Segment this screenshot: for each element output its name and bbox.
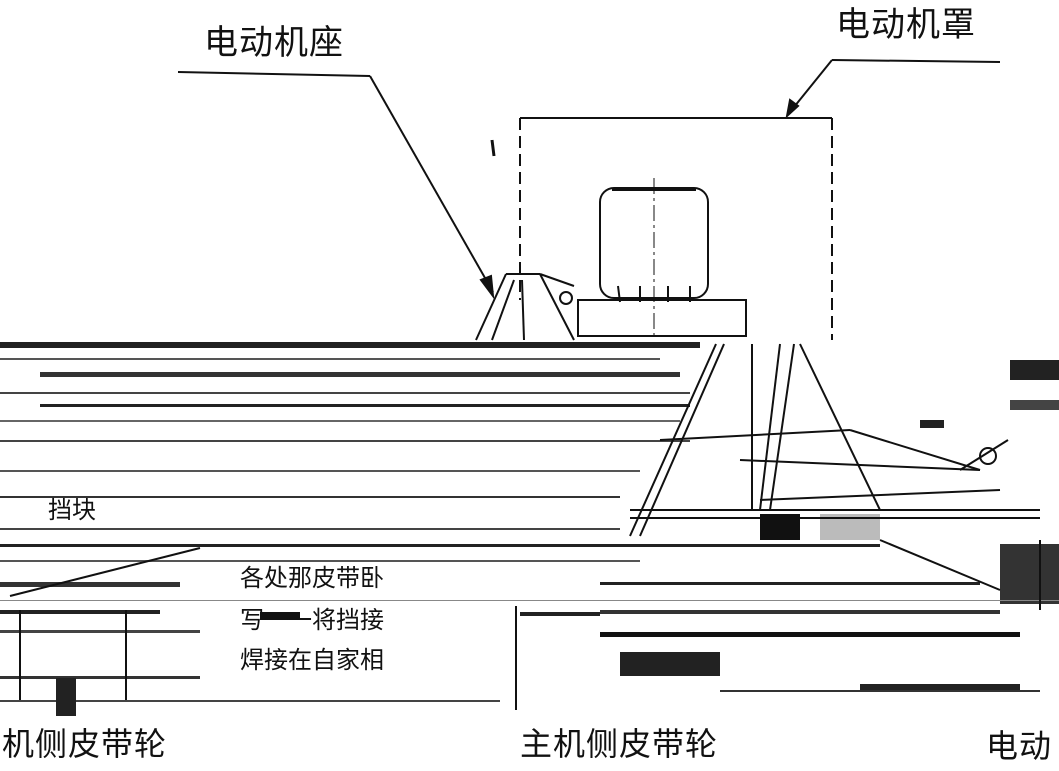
motor-cut-label: 电动: [986, 727, 1053, 765]
leader-motor-base-h: [177, 71, 371, 77]
base-leg-2: [491, 279, 515, 341]
base-leg-1: [475, 273, 507, 341]
annotation-line-3: 焊接在自家相: [240, 646, 384, 674]
glitch-region: [0, 342, 1059, 716]
hinge-pin: [559, 291, 573, 305]
stopper-label: 挡块: [48, 496, 96, 524]
lower-frame: [9, 343, 1041, 710]
pulley-left-label: 机侧皮带轮: [2, 725, 168, 763]
annotation-line-1: 各处那皮带卧: [240, 564, 384, 592]
annotation-line-2: 写一一将挡接: [240, 606, 384, 634]
stray-mark: [490, 139, 496, 157]
motor-cover-label: 电动机罩: [836, 5, 976, 45]
leader-motor-cover-arrow: [785, 98, 800, 119]
mount-plate: [577, 299, 747, 337]
leader-motor-cover-h: [831, 59, 1001, 63]
base-leg-3: [539, 273, 575, 341]
pulley-main-label: 主机侧皮带轮: [520, 725, 719, 763]
leader-motor-cover-diag: [789, 59, 833, 113]
motor-base-label: 电动机座: [204, 23, 344, 63]
leader-motor-base-diag: [369, 75, 494, 293]
base-leg-4: [521, 279, 525, 341]
leader-motor-base-arrow: [479, 274, 495, 300]
hinge-arm: [539, 273, 575, 287]
